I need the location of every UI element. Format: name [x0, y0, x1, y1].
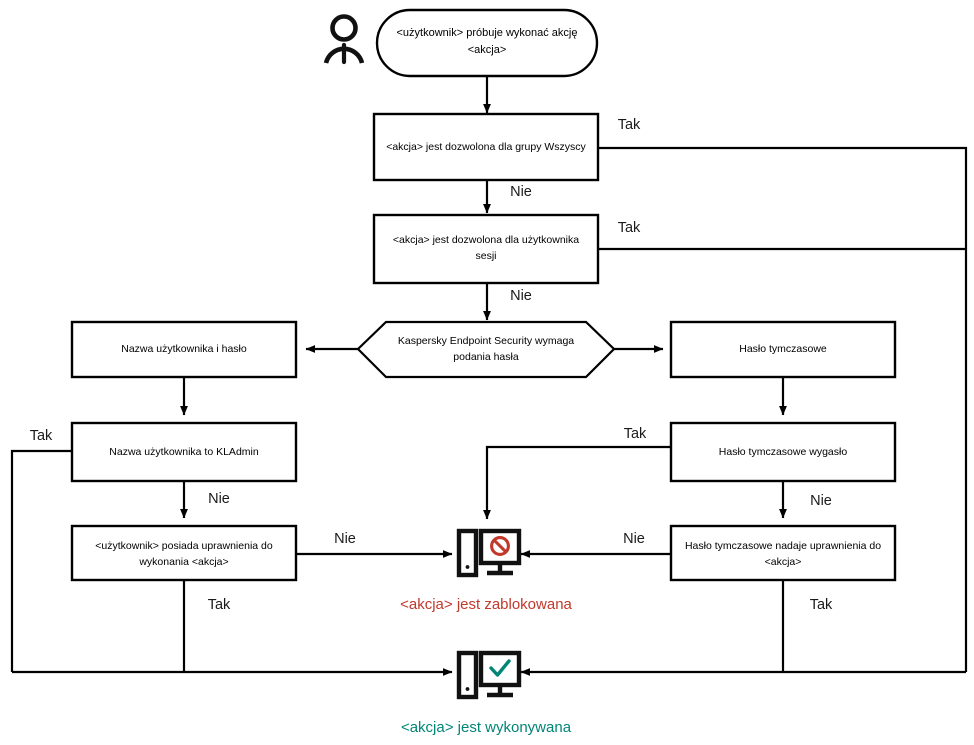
- edge-label-everyone-yes: Tak: [618, 117, 641, 133]
- node-temporary-password-expired-line1: Hasło tymczasowe wygasło: [719, 446, 848, 458]
- node-temporary-password: Hasło tymczasowe: [669, 320, 897, 379]
- monitor-allowed-icon: [456, 650, 522, 700]
- node-temporary-password-expired: Hasło tymczasowe wygasło: [669, 421, 897, 483]
- edge-label-session-yes: Tak: [618, 220, 641, 236]
- node-username-is-kladmin: Nazwa użytkownika to KLAdmin: [70, 421, 298, 483]
- edge-expired-yes: [483, 445, 671, 520]
- edge-label-kladmin-yes: Tak: [30, 428, 53, 444]
- node-user-has-permission-line2: wykonania <akcja>: [138, 556, 228, 568]
- monitor-blocked-icon: [456, 528, 522, 578]
- node-temporary-password-grants: Hasło tymczasowe nadaje uprawnienia do <…: [669, 524, 897, 582]
- node-password-required-line2: podania hasła: [453, 351, 519, 363]
- edge-kladmin-yes: [10, 449, 72, 672]
- edge-label-grants-yes: Tak: [810, 597, 833, 613]
- node-username-password: Nazwa użytkownika i hasło: [70, 320, 298, 379]
- blocked-outcome-label: <akcja> jest zablokowana: [400, 596, 572, 613]
- node-temporary-password-grants-line2: <akcja>: [765, 556, 802, 568]
- node-allowed-session-user-line2: sesji: [475, 250, 496, 262]
- edge-label-grants-no: Nie: [623, 531, 645, 547]
- edge-label-expired-yes: Tak: [624, 426, 647, 442]
- edge-label-permission-yes: Tak: [208, 597, 231, 613]
- node-allowed-everyone-line1: <akcja> jest dozwolona dla grupy Wszyscy: [386, 141, 586, 153]
- person-icon: [323, 14, 365, 65]
- edge-everyone-yes: [598, 146, 968, 672]
- node-allowed-session-user: <akcja> jest dozwolona dla użytkownika s…: [372, 213, 600, 285]
- edge-label-session-no: Nie: [510, 288, 532, 304]
- node-allowed-everyone: <akcja> jest dozwolona dla grupy Wszyscy: [372, 112, 600, 182]
- node-allowed-session-user-line1: <akcja> jest dozwolona dla użytkownika: [393, 234, 579, 246]
- start-terminator-line2: <akcja>: [468, 44, 507, 56]
- start-terminator: <użytkownik> próbuje wykonać akcję <akcj…: [375, 8, 599, 78]
- node-user-has-permission: <użytkownik> posiada uprawnienia do wyko…: [70, 524, 298, 582]
- node-temporary-password-line1: Hasło tymczasowe: [739, 343, 827, 355]
- edge-label-permission-no: Nie: [334, 531, 356, 547]
- node-password-required: Kaspersky Endpoint Security wymaga podan…: [356, 320, 616, 379]
- start-terminator-line1: <użytkownik> próbuje wykonać akcję: [397, 27, 578, 39]
- edge-label-kladmin-no: Nie: [208, 491, 230, 507]
- allowed-outcome-label: <akcja> jest wykonywana: [401, 719, 572, 736]
- edge-label-everyone-no: Nie: [510, 184, 532, 200]
- node-username-password-line1: Nazwa użytkownika i hasło: [121, 343, 247, 355]
- node-user-has-permission-line1: <użytkownik> posiada uprawnienia do: [95, 540, 273, 552]
- node-temporary-password-grants-line1: Hasło tymczasowe nadaje uprawnienia do: [685, 540, 881, 552]
- edge-label-expired-no: Nie: [810, 493, 832, 509]
- node-password-required-line1: Kaspersky Endpoint Security wymaga: [398, 335, 574, 347]
- node-username-is-kladmin-line1: Nazwa użytkownika to KLAdmin: [109, 446, 259, 458]
